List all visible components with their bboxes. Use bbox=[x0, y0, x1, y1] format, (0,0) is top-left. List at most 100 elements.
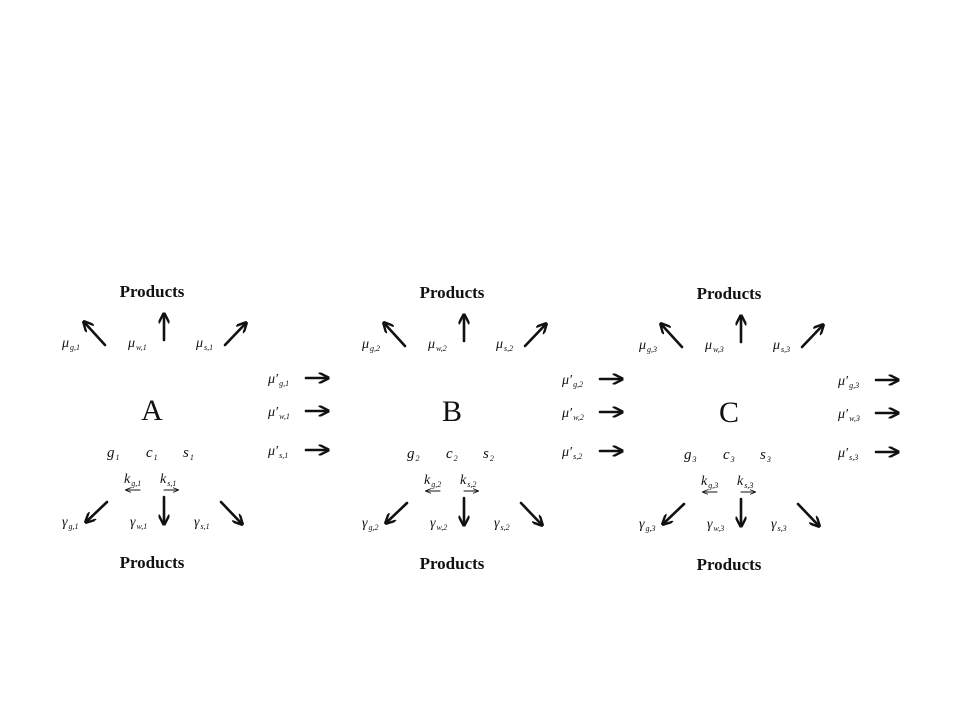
arrow-down-left-icon bbox=[386, 501, 409, 523]
species-g-symbol: g bbox=[684, 447, 692, 463]
species-c-subscript: 1 bbox=[154, 453, 158, 462]
species-g-symbol: g bbox=[107, 445, 115, 461]
species-g-subscript: 1 bbox=[116, 453, 120, 462]
outflow-rate-symbol: μ′ bbox=[837, 407, 849, 422]
arrow-up-right-icon bbox=[800, 325, 823, 349]
outflow-rate-symbol: μ′ bbox=[561, 406, 573, 421]
rate-mu-w-symbol: μ bbox=[127, 336, 135, 351]
rate-gamma-w-subscript: w,1 bbox=[137, 522, 148, 531]
outflow-rate-symbol: μ′ bbox=[837, 374, 849, 389]
species-s-symbol: s bbox=[183, 445, 189, 461]
arrow-down-right-icon bbox=[519, 501, 542, 525]
species-g-symbol: g bbox=[407, 446, 415, 462]
outflow-rate-symbol: μ′ bbox=[837, 446, 849, 461]
outflow-column-a: μ′g,1μ′w,1μ′s,1 bbox=[267, 372, 328, 460]
rate-mu-s-subscript: s,1 bbox=[204, 343, 213, 352]
rate-mu-w-symbol: μ bbox=[704, 338, 712, 353]
rate-gamma-w-symbol: γ bbox=[430, 516, 436, 531]
outflow-rate: μ′g,3 bbox=[837, 374, 859, 390]
rate-mu-w-subscript: w,1 bbox=[136, 343, 147, 352]
rate-gamma-w-subscript: w,2 bbox=[437, 523, 448, 532]
rate-mu-w-subscript: w,2 bbox=[436, 344, 447, 353]
outflow-rate-subscript: g,3 bbox=[849, 381, 859, 390]
products-label-top: Products bbox=[697, 284, 762, 303]
rate-k-g-subscript: g,2 bbox=[431, 480, 441, 489]
rate-k-g-symbol: k bbox=[124, 472, 131, 487]
compartment-letter: C bbox=[719, 396, 739, 429]
arrow-down-left-icon bbox=[663, 502, 686, 524]
products-label-top: Products bbox=[120, 282, 185, 301]
arrow-up-right-icon bbox=[523, 324, 546, 348]
outflow-rate-subscript: s,3 bbox=[849, 453, 858, 462]
outflow-rate-subscript: w,3 bbox=[849, 414, 860, 423]
rate-gamma-g-subscript: g,1 bbox=[69, 522, 79, 531]
rate-gamma-s-symbol: γ bbox=[194, 515, 200, 530]
rate-gamma-g-symbol: γ bbox=[362, 516, 368, 531]
species-s-subscript: 2 bbox=[490, 454, 494, 463]
outflow-rate: μ′s,1 bbox=[267, 444, 288, 460]
compartment-letter: B bbox=[442, 395, 462, 428]
arrow-up-right-icon bbox=[223, 323, 246, 347]
outflow-rate-symbol: μ′ bbox=[561, 373, 573, 388]
rate-k-g-symbol: k bbox=[701, 474, 708, 489]
outflow-rate-subscript: s,2 bbox=[573, 452, 582, 461]
rate-gamma-w-symbol: γ bbox=[130, 515, 136, 530]
species-c-subscript: 3 bbox=[730, 455, 735, 464]
products-label-top: Products bbox=[420, 283, 485, 302]
outflow-rate-subscript: g,1 bbox=[279, 379, 289, 388]
outflow-rate: μ′s,2 bbox=[561, 445, 582, 461]
rate-gamma-s-symbol: γ bbox=[494, 516, 500, 531]
outflow-rate: μ′w,3 bbox=[837, 407, 860, 423]
outflow-column-b: μ′g,2μ′w,2μ′s,2 bbox=[561, 373, 622, 461]
compartment-letter: A bbox=[141, 394, 163, 427]
outflow-rate-subscript: s,1 bbox=[279, 451, 288, 460]
rate-mu-g-subscript: g,1 bbox=[70, 343, 80, 352]
outflow-rate: μ′g,2 bbox=[561, 373, 583, 389]
rate-mu-s-symbol: μ bbox=[495, 337, 503, 352]
rate-gamma-s-subscript: s,2 bbox=[501, 523, 510, 532]
arrow-down-right-icon bbox=[796, 502, 819, 526]
species-s-symbol: s bbox=[483, 446, 489, 462]
rate-gamma-s-subscript: s,1 bbox=[201, 522, 210, 531]
rate-mu-w-symbol: μ bbox=[427, 337, 435, 352]
outflow-rate-symbol: μ′ bbox=[267, 444, 279, 459]
species-c-symbol: c bbox=[723, 447, 730, 463]
rate-mu-g-symbol: μ bbox=[638, 338, 646, 353]
rate-k-s-symbol: k bbox=[737, 474, 744, 489]
rate-k-s-subscript: s,3 bbox=[744, 481, 753, 490]
rate-mu-s-symbol: μ bbox=[772, 338, 780, 353]
rate-k-s-subscript: s,2 bbox=[467, 480, 476, 489]
rate-k-g-subscript: g,1 bbox=[131, 479, 141, 488]
outflow-rate-subscript: w,1 bbox=[279, 412, 290, 421]
outflow-rate-subscript: w,2 bbox=[573, 413, 584, 422]
species-g-subscript: 2 bbox=[416, 454, 420, 463]
rate-gamma-g-subscript: g,3 bbox=[646, 524, 656, 533]
species-c-symbol: c bbox=[446, 446, 453, 462]
outflow-column-c: μ′g,3μ′w,3μ′s,3 bbox=[837, 374, 898, 462]
rate-mu-g-subscript: g,3 bbox=[647, 345, 657, 354]
rate-gamma-w-subscript: w,3 bbox=[714, 524, 725, 533]
rate-mu-g-symbol: μ bbox=[361, 337, 369, 352]
